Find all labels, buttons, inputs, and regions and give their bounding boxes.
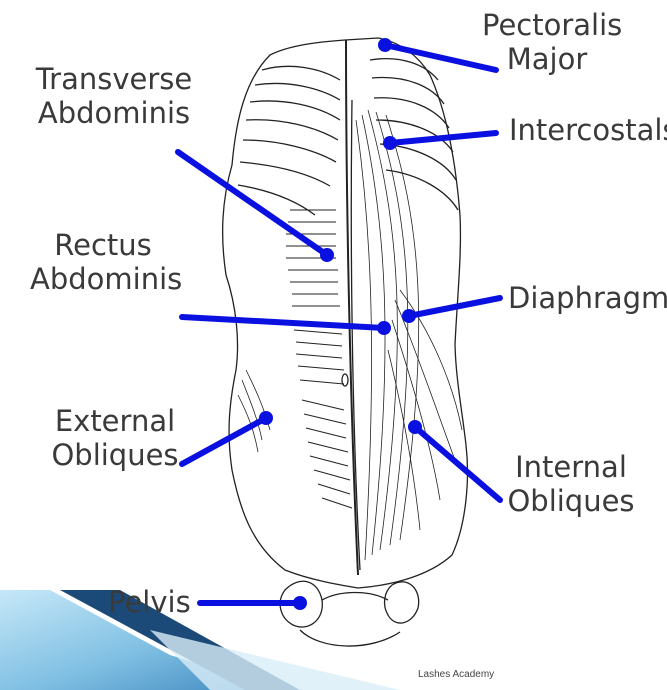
pointer-dot-pelvis xyxy=(293,596,307,610)
pointer-external-obliques xyxy=(182,418,266,464)
pointer-dot-external-obliques xyxy=(259,411,273,425)
footer-credit: Lashes Academy xyxy=(418,669,494,680)
pointer-dot-internal-obliques xyxy=(408,420,422,434)
pointer-pectoralis-major xyxy=(385,45,496,70)
pointer-dot-rectus-abdominis xyxy=(377,321,391,335)
pointers xyxy=(178,38,500,610)
pointer-dot-pectoralis-major xyxy=(378,38,392,52)
label-transverse-abdominis: Transverse Abdominis xyxy=(34,62,194,130)
pointer-internal-obliques xyxy=(415,427,500,500)
label-intercostals: Intercostals xyxy=(509,113,667,147)
pointer-rectus-abdominis xyxy=(182,317,384,328)
pointer-dot-transverse-abdominis xyxy=(320,248,334,262)
label-internal-obliques: Internal Obliques xyxy=(506,450,636,518)
pointer-transverse-abdominis xyxy=(178,152,327,255)
label-diaphragm: Diaphragm xyxy=(508,281,667,315)
label-pectoralis-major: Pectoralis Major xyxy=(482,8,612,76)
torso-illustration xyxy=(223,38,468,646)
label-pelvis: Pelvis xyxy=(108,585,191,619)
pointer-dot-intercostals xyxy=(383,136,397,150)
pointer-dot-diaphragm xyxy=(402,309,416,323)
pointer-diaphragm xyxy=(409,298,500,316)
label-external-obliques: External Obliques xyxy=(48,404,182,472)
label-rectus-abdominis: Rectus Abdominis xyxy=(30,228,176,296)
